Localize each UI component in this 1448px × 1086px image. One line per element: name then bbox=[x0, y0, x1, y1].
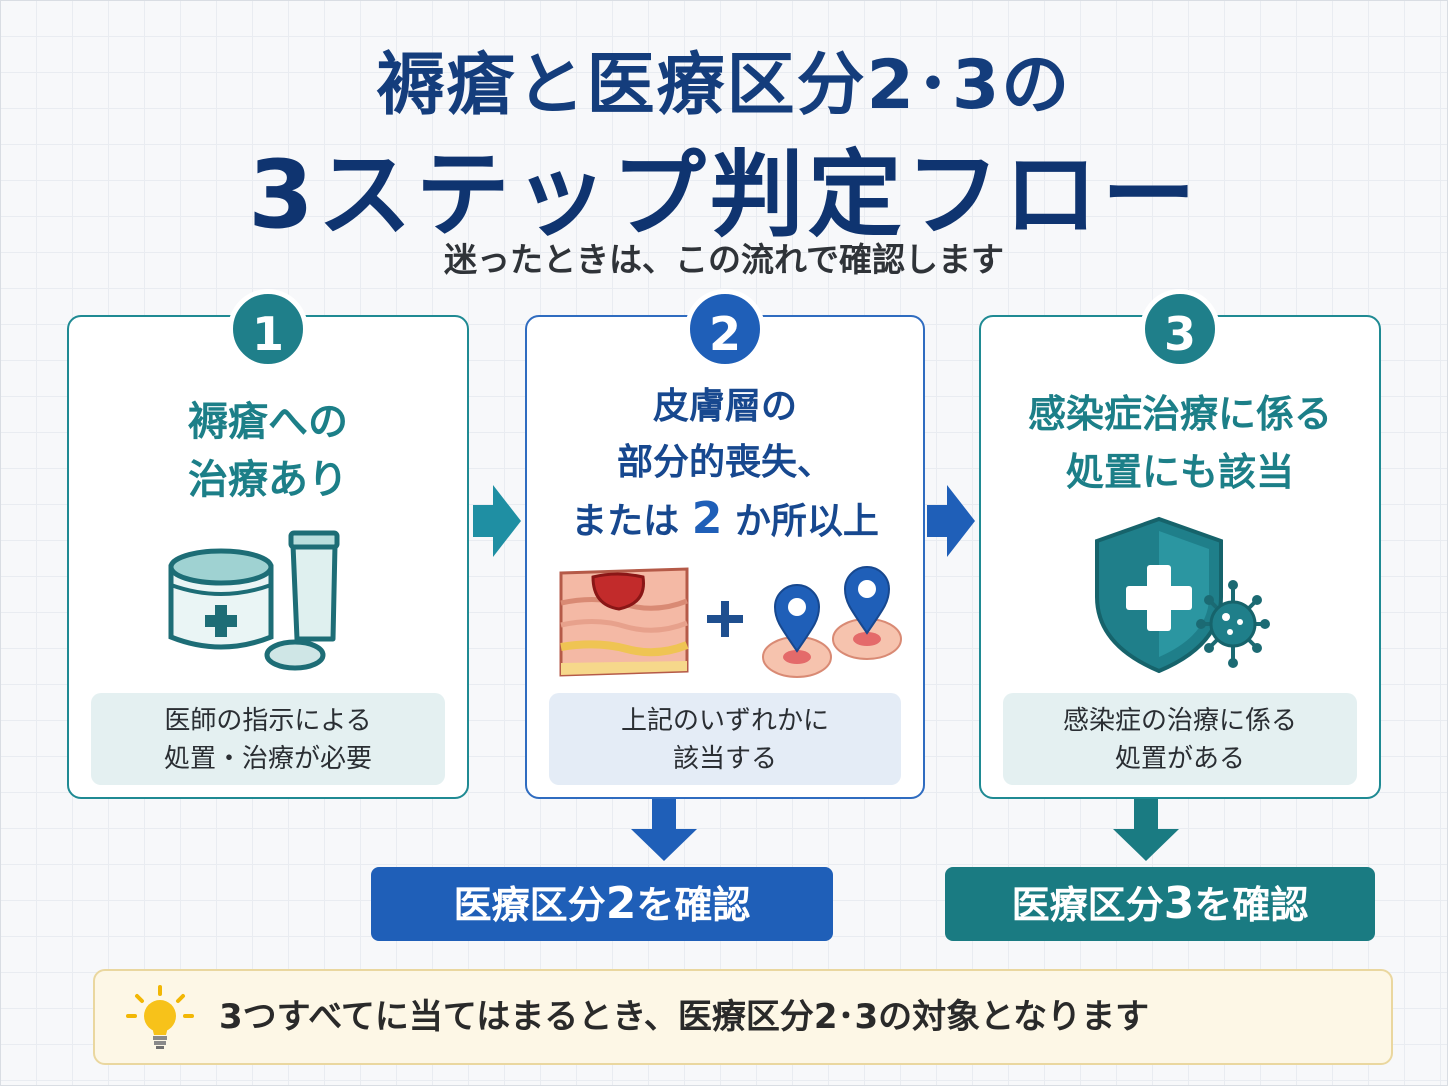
title-line-1: 褥瘡と医療区分2･3の bbox=[376, 46, 1072, 125]
step-2-title-number: 2 bbox=[691, 493, 723, 544]
step-1-title-line-2: 治療あり bbox=[188, 457, 348, 503]
step-3-title-line-2: 処置にも該当 bbox=[1065, 450, 1294, 494]
step-2-desc-line-2: 該当する bbox=[672, 744, 777, 774]
step-1-card: 1 褥瘡への 治療あり 医師の指示による 処置・治療が必要 bbox=[67, 289, 469, 799]
skin-layer-wound-plus-location-pins-icon bbox=[559, 566, 902, 678]
step-2-title-line-1: 皮膚層の bbox=[652, 386, 797, 427]
step-1-desc-line-2: 処置・治療が必要 bbox=[163, 744, 372, 774]
step-3-card: 3 感染症治療に係る 処置にも該当 感染症の治療に係る bbox=[979, 289, 1381, 799]
summary-tip-box: 3つすべてに当てはまるとき、医療区分2･3の対象となります bbox=[93, 969, 1393, 1065]
step-2-card: 2 皮膚層の 部分的喪失、 または 2 か所以上 上記のいずれかに 該当する bbox=[525, 289, 925, 799]
step-3-title: 感染症治療に係る 処置にも該当 bbox=[981, 385, 1379, 501]
step-1-description: 医師の指示による 処置・治療が必要 bbox=[91, 693, 445, 785]
step-1-desc-line-1: 医師の指示による bbox=[164, 706, 372, 736]
step-2-title-prefix: または bbox=[571, 501, 680, 542]
arrow-down-icon bbox=[1113, 799, 1179, 861]
result-2-suffix: を確認 bbox=[636, 883, 751, 927]
result-3-prefix: 医療区分 bbox=[1011, 883, 1164, 927]
arrow-down-icon bbox=[631, 799, 697, 861]
step-3-description: 感染症の治療に係る 処置がある bbox=[1003, 693, 1357, 785]
step-2-title-line-2: 部分的喪失、 bbox=[616, 442, 833, 483]
summary-tip-text: 3つすべてに当てはまるとき、医療区分2･3の対象となります bbox=[219, 997, 1150, 1037]
shield-cross-virus-icon bbox=[1095, 516, 1270, 674]
result-2-prefix: 医療区分 bbox=[453, 883, 606, 927]
step-3-desc-line-1: 感染症の治療に係る bbox=[1062, 706, 1297, 736]
step-3-title-line-1: 感染症治療に係る bbox=[1027, 392, 1332, 436]
step-2-number-badge: 2 bbox=[685, 289, 765, 369]
step-1-title: 褥瘡への 治療あり bbox=[69, 393, 467, 509]
step-2-title: 皮膚層の 部分的喪失、 または 2 か所以上 bbox=[527, 379, 923, 550]
step-2-title-suffix: か所以上 bbox=[734, 501, 879, 542]
lightbulb-icon bbox=[126, 985, 194, 1049]
step-3-number-badge: 3 bbox=[1140, 289, 1220, 369]
step-3-desc-line-2: 処置がある bbox=[1114, 744, 1245, 774]
result-3-number: 3 bbox=[1163, 878, 1195, 929]
result-box-category-3: 医療区分3を確認 bbox=[945, 867, 1375, 941]
step-2-desc-line-1: 上記のいずれかに bbox=[620, 706, 829, 736]
arrow-right-icon bbox=[473, 485, 521, 557]
title-line-2: 3ステップ判定フロー bbox=[248, 141, 1200, 250]
subtitle: 迷ったときは、この流れで確認します bbox=[443, 240, 1004, 279]
result-3-suffix: を確認 bbox=[1194, 883, 1309, 927]
step-1-number-badge: 1 bbox=[228, 289, 308, 369]
arrow-right-icon bbox=[927, 485, 975, 557]
step-1-title-line-1: 褥瘡への bbox=[188, 399, 348, 445]
step-2-title-line-3: または 2 か所以上 bbox=[527, 491, 923, 550]
result-box-category-2: 医療区分2を確認 bbox=[371, 867, 833, 941]
result-2-number: 2 bbox=[605, 878, 637, 929]
step-2-description: 上記のいずれかに 該当する bbox=[549, 693, 901, 785]
cream-jar-and-tube-icon bbox=[168, 530, 340, 671]
